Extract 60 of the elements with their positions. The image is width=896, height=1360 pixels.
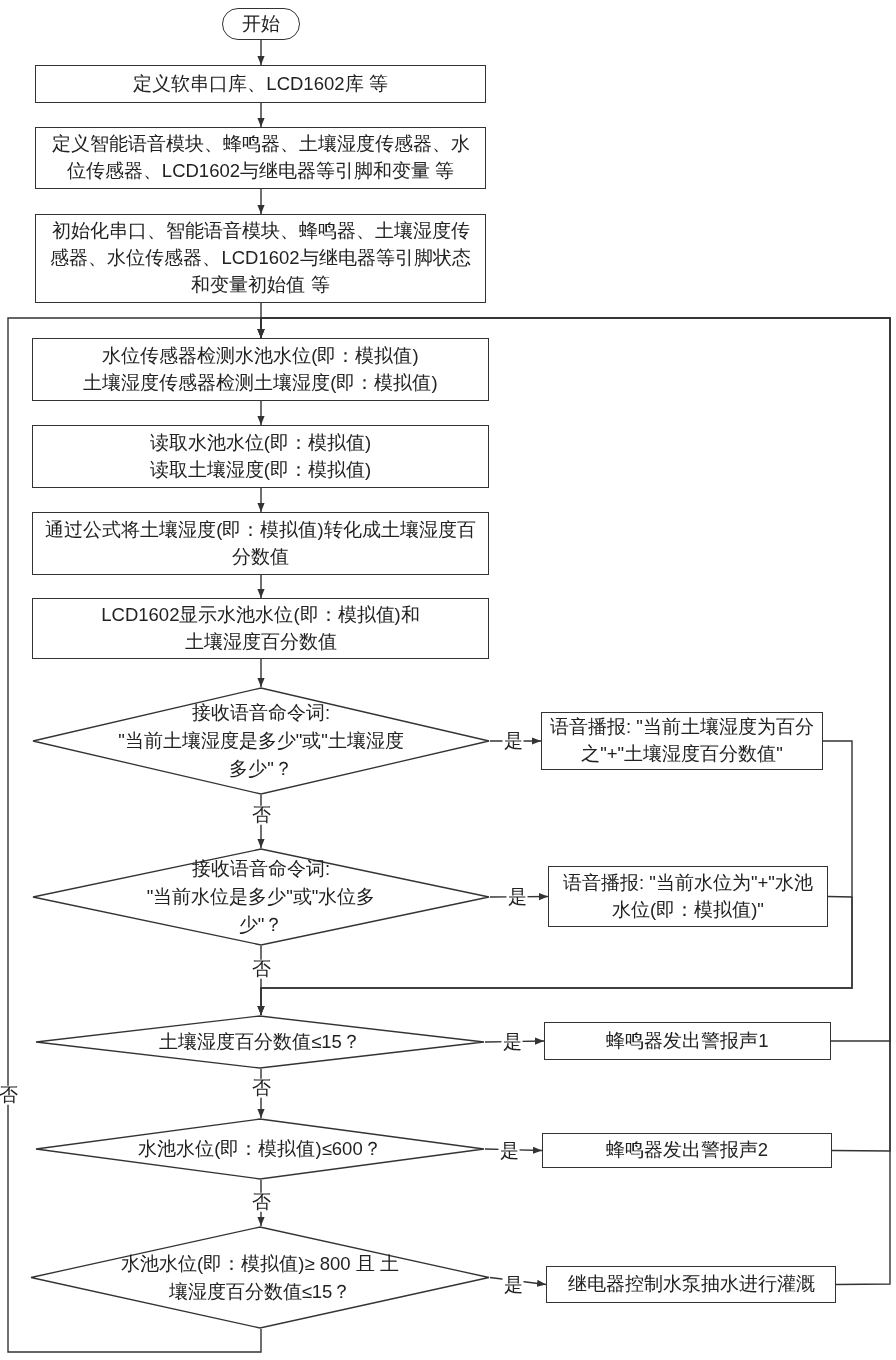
edge-label: 是 [502, 1275, 524, 1295]
node-text: 读取水池水位(即：模拟值) [149, 430, 372, 455]
process-box [32, 598, 489, 659]
arrow [489, 1276, 547, 1287]
node-text: "当前水位是多少"或"水位多少"？ [145, 885, 377, 937]
edge-label: 是 [501, 1032, 523, 1052]
node-text: 读取土壤湿度(即：模拟值) [149, 457, 372, 482]
process-box [544, 1022, 831, 1060]
arrow [257, 400, 265, 426]
node-text: 蜂鸣器发出警报声1 [606, 1028, 769, 1053]
node-text: 土壤湿度百分数值≤15？ [159, 1030, 361, 1055]
decision-diamond [32, 848, 490, 946]
process-box [35, 214, 486, 303]
node-text: 定义软串口库、LCD1602库 等 [133, 71, 388, 96]
edge-label: 否 [250, 959, 272, 979]
node-text: 水池水位(即：模拟值)≥ 800 且 土壤湿度百分数值≤15？ [120, 1251, 400, 1304]
process-box [541, 712, 823, 770]
arrow [257, 895, 853, 1016]
process-box [35, 65, 486, 103]
node-text: 接收语音命令词: [191, 857, 331, 882]
edge-label: 否 [250, 805, 272, 825]
process-box [32, 338, 489, 401]
arrow [257, 487, 265, 513]
process-box [32, 512, 489, 575]
node-text: 语音播报: "当前土壤湿度为百分之"+"土壤湿度百分数值" [549, 715, 815, 766]
node-text: 定义智能语音模块、蜂鸣器、土壤湿度传感器、水位传感器、LCD1602与继电器等引脚和变量 等 [50, 132, 471, 183]
node-text: 继电器控制水泵抽水进行灌溉 [567, 1272, 815, 1297]
edge-label: 否 [250, 1078, 272, 1098]
decision-diamond [35, 1015, 485, 1069]
arrow [7, 317, 265, 1353]
arrow [484, 1146, 543, 1154]
arrow [257, 658, 265, 688]
node-text: 土壤湿度传感器检测土壤湿度(即：模拟值) [83, 370, 438, 395]
node-text: 语音播报: "当前水位为"+"水池水位(即：模拟值)" [562, 870, 814, 922]
arrow [257, 102, 265, 128]
arrow [257, 188, 265, 215]
node-text: "当前土壤湿度是多少"或"土壤湿度多少"？ [117, 729, 405, 781]
process-box [35, 127, 486, 189]
process-box [546, 1266, 836, 1303]
node-text: LCD1602显示水池水位(即：模拟值)和土壤湿度百分数值 [100, 602, 421, 654]
terminal-box [222, 8, 300, 40]
decision-diamond [35, 1118, 485, 1180]
edge-label: 否 [250, 1192, 272, 1212]
edge-label: 是 [498, 1141, 520, 1161]
decision-diamond [30, 1226, 490, 1329]
process-box [542, 1133, 832, 1168]
node-text: 接收语音命令词: [191, 701, 331, 726]
decision-diamond [32, 687, 490, 795]
node-text: 通过公式将土壤湿度(即：模拟值)转化成土壤湿度百分数值 [44, 517, 477, 569]
process-box [548, 866, 828, 927]
process-box [32, 425, 489, 488]
edge-label: 是 [506, 887, 528, 907]
node-text: 初始化串口、智能语音模块、蜂鸣器、土壤湿度传感器、水位传感器、LCD1602与继电器等引脚状态和变量初始值 等 [49, 219, 472, 297]
arrow [257, 39, 265, 66]
node-text: 水位传感器检测水池水位(即：模拟值) [102, 343, 419, 368]
node-text: 水池水位(即：模拟值)≤600？ [138, 1137, 382, 1162]
node-text: 开始 [242, 11, 280, 36]
arrow [257, 574, 265, 599]
edge-label: 是 [502, 731, 524, 751]
node-text: 蜂鸣器发出警报声2 [605, 1138, 769, 1163]
